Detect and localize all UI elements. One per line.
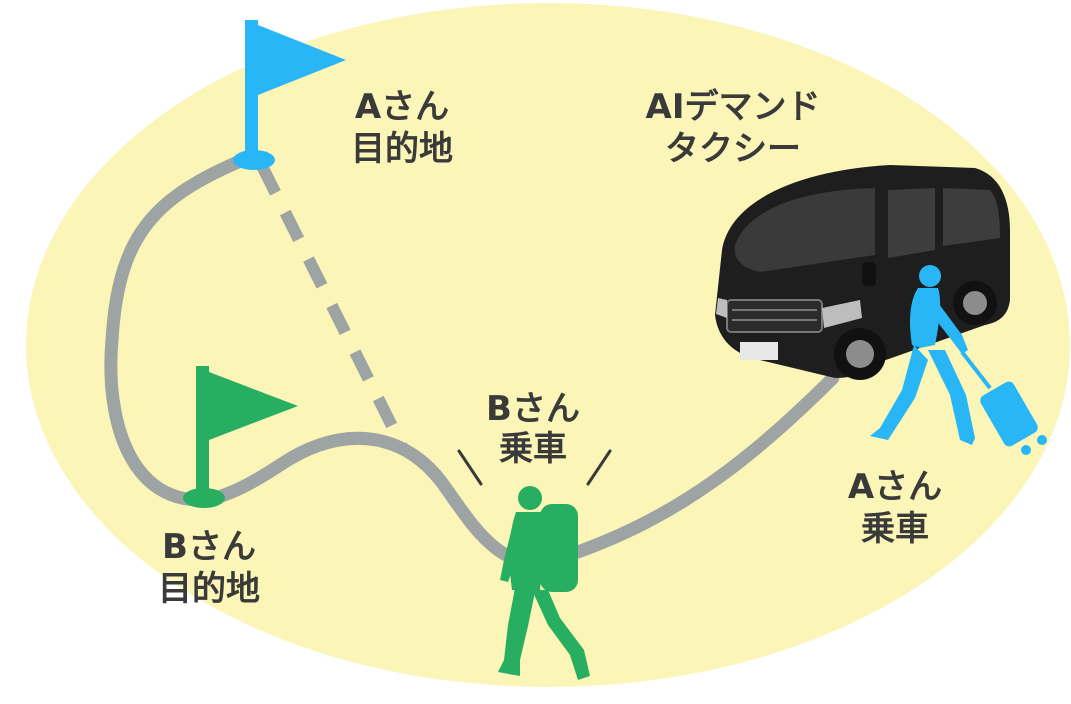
a-destination-label-line2: 目的地 [351,129,453,169]
a-destination-flag-icon [233,20,346,170]
passenger-a-icon [870,265,1047,455]
b-destination-label-line2: 目的地 [158,569,260,609]
taxi-label-line2: タクシー [665,129,801,169]
a-pickup-label-line2: 乗車 [861,509,929,549]
passenger-b-icon [498,486,590,680]
b-pickup-emphasis-marks [457,449,612,486]
a-pickup-label-line1: Aさん [848,467,942,507]
taxi-label-line1: AIデマンド [646,87,821,127]
b-pickup-label-line2: 乗車 [499,429,567,469]
background-ellipse [26,3,1070,687]
direct-route-dashed-line [256,163,408,449]
taxi-route-line [104,155,840,570]
b-destination-label-line1: Bさん [162,527,256,567]
a-destination-label-line1: Aさん [355,87,449,127]
b-destination-flag-icon [183,366,298,508]
b-pickup-label-line1: Bさん [486,389,580,429]
